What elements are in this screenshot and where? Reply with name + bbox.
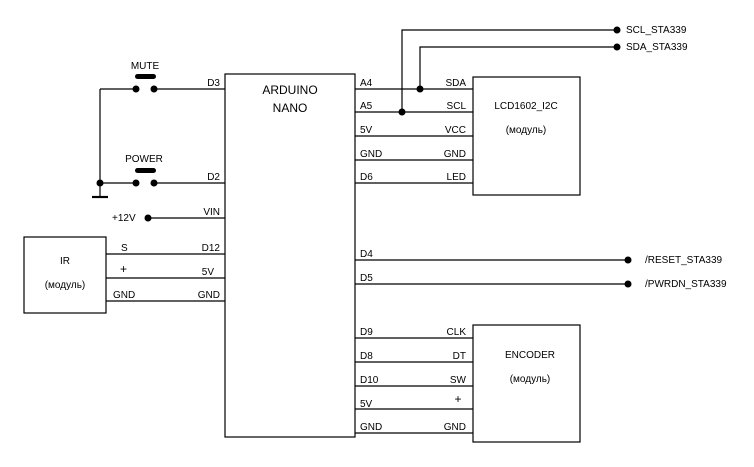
lcd-pin-scl: SCL [447,101,467,112]
terminal-dot [624,256,632,264]
pin-d2: D2 [207,172,220,183]
terminal-dot [613,43,621,51]
ground-symbol [92,89,108,199]
enc-pin-plus: + [454,392,461,406]
vin-wire [144,214,225,222]
junction-dot [416,85,424,93]
pin-a4: A4 [360,78,373,89]
enc-pin-dt: DT [453,351,466,362]
power-label: POWER [125,154,163,165]
lcd-pin-gnd: GND [444,149,466,160]
ir-pin-s: S [121,243,128,254]
arduino-nano-block [224,73,356,438]
arduino-title-1: ARDUINO [262,83,317,97]
plus12v-label: +12V [112,213,136,224]
sta339-control-wires [355,256,632,288]
encoder-subtitle: (модуль) [510,374,551,385]
scl-sta339-label: SCL_STA339 [626,25,687,36]
pwrdn-sta339-label: /PWRDN_STA339 [645,279,727,290]
ir-pin-plus: + [120,262,127,276]
encoder-wires [355,337,473,434]
pin-gnd-lcd: GND [360,149,382,160]
mute-label: MUTE [131,61,160,72]
enc-pin-sw: SW [450,375,467,386]
pin-d3: D3 [207,78,220,89]
pin-d5: D5 [360,273,373,284]
junction-dot [398,108,406,116]
ir-subtitle: (модуль) [45,280,86,291]
pin-d10: D10 [360,375,379,386]
pin-gnd-enc: GND [360,422,382,433]
sda-sta339-label: SDA_STA339 [626,42,688,53]
reset-sta339-label: /RESET_STA339 [645,255,723,266]
power-button-symbol [100,168,225,187]
pin-5v-enc: 5V [360,399,373,410]
ir-pin-gnd: GND [113,290,135,301]
ir-module-block [23,236,107,314]
pin-d4: D4 [360,249,373,260]
pin-5v-lcd: 5V [360,125,373,136]
pin-5v-ir: 5V [202,267,215,278]
lcd-pin-led: LED [447,172,466,183]
pin-d12: D12 [202,243,221,254]
lcd-pin-sda: SDA [445,78,466,89]
i2c-bus-wires [398,26,621,116]
mute-button-symbol [100,74,225,93]
arduino-title-2: NANO [273,101,308,115]
pin-gnd-ir: GND [198,290,220,301]
pin-vin: VIN [203,207,220,218]
pin-d6: D6 [360,172,373,183]
terminal-dot [613,26,621,34]
lcd-subtitle: (модуль) [506,125,547,136]
pin-a5: A5 [360,101,373,112]
encoder-module-block [472,324,581,443]
lcd-module-block [472,76,581,196]
pin-d9: D9 [360,327,373,338]
lcd-title: LCD1602_I2C [494,101,557,112]
pin-d8: D8 [360,351,373,362]
lcd-wires [355,88,473,184]
terminal-dot [624,280,632,288]
ir-wires [106,253,225,302]
enc-pin-gnd: GND [444,422,466,433]
ir-title: IR [60,256,70,267]
enc-pin-clk: CLK [447,327,467,338]
encoder-title: ENCODER [505,350,555,361]
lcd-pin-vcc: VCC [445,125,466,136]
